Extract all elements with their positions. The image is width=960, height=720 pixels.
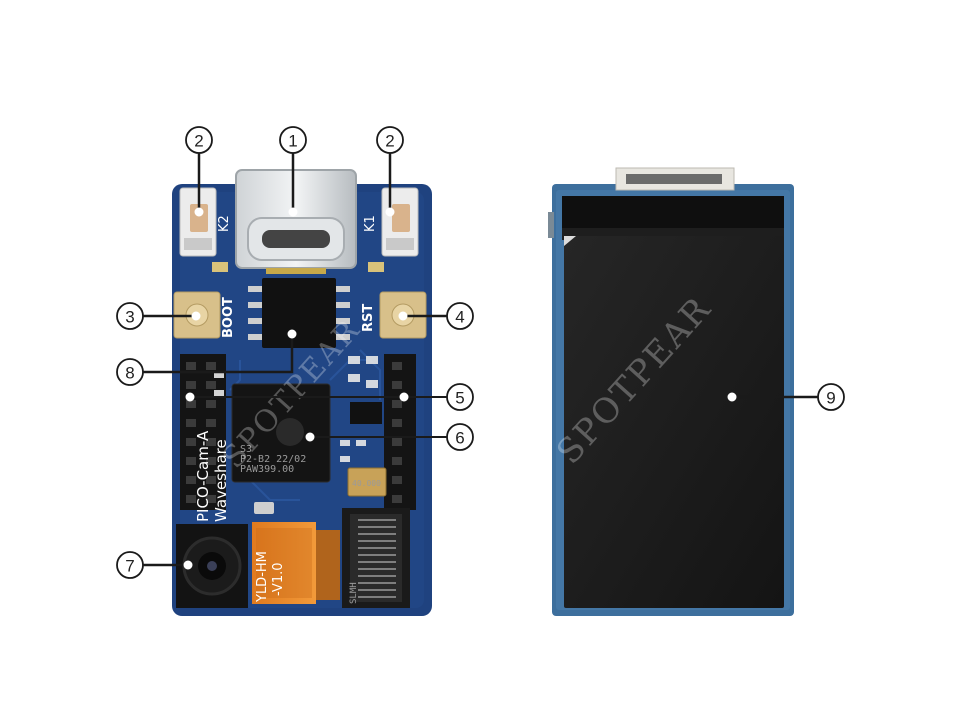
callout-badge-button-k1: 2 — [376, 126, 404, 154]
brand-label: Waveshare — [212, 439, 230, 522]
right-header — [384, 354, 416, 510]
camera-flex-cable: YLD-HM -V1.0 — [252, 522, 340, 604]
mcu-marking-2: P2-B2 22/02 — [240, 454, 306, 465]
boot-label: BOOT — [221, 297, 236, 338]
crystal: 40.000 — [347, 467, 387, 497]
model-label: PICO-Cam-A — [194, 430, 212, 522]
callout-badge-camera-module: 7 — [116, 551, 144, 579]
callout-badge-button-k2: 2 — [185, 126, 213, 154]
callout-badge-flash-chip: 8 — [116, 358, 144, 386]
callouts — [143, 152, 818, 570]
crystal-marking: 40.000 — [352, 479, 381, 488]
pin-headers — [180, 354, 416, 510]
lcd-display — [564, 236, 784, 608]
callout-badge-reset-button: 4 — [446, 302, 474, 330]
callout-badge-boot-button: 3 — [116, 302, 144, 330]
button-k2[interactable] — [179, 187, 217, 257]
callout-number: 3 — [125, 308, 134, 327]
flash-chip — [248, 278, 350, 348]
rst-label: RST — [361, 304, 376, 332]
callout-badge-mcu-chip: 6 — [446, 423, 474, 451]
callout-number: 8 — [125, 364, 134, 383]
callout-number: 1 — [288, 132, 297, 151]
fpc-marking: SLMH — [349, 582, 359, 604]
callout-number: 2 — [385, 132, 394, 151]
usb-c-connector[interactable] — [235, 169, 357, 274]
callout-number: 2 — [194, 132, 203, 151]
callout-number: 7 — [125, 557, 134, 576]
callout-number: 5 — [455, 389, 464, 408]
callout-badge-pin-headers: 5 — [446, 383, 474, 411]
mcu-chip: S3 P2-B2 22/02 PAW399.00 — [231, 383, 331, 483]
callout-badge-usb-c-connector: 1 — [279, 126, 307, 154]
fpc-connector: SLMH — [342, 508, 410, 608]
flex-label-1: YLD-HM — [255, 551, 270, 603]
callout-number: 9 — [826, 389, 835, 408]
callout-number: 4 — [455, 308, 464, 327]
mcu-marking-3: PAW399.00 — [240, 464, 294, 475]
callout-number: 6 — [455, 429, 464, 448]
mcu-marking-1: S3 — [240, 444, 252, 455]
flex-label-2: -V1.0 — [271, 563, 286, 597]
lcd-module: SPOTPEAR — [548, 167, 794, 616]
k1-label: K1 — [363, 215, 378, 232]
pico-cam-board: K2 K1 BOOT RST — [172, 169, 432, 616]
button-k1[interactable] — [381, 187, 419, 257]
k2-label: K2 — [217, 215, 232, 232]
callout-badges: 1 2 2 3 4 5 6 7 8 9 — [116, 126, 845, 579]
callout-badge-lcd-display: 9 — [817, 383, 845, 411]
